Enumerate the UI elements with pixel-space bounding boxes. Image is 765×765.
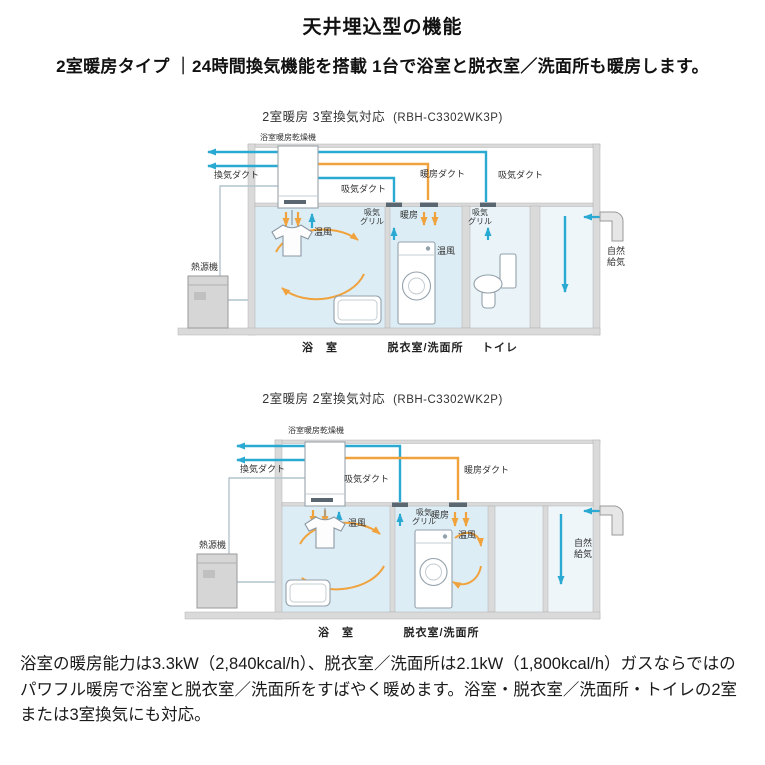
airflow-arrows	[275, 212, 606, 301]
label-heating-duct: 暖房ダクト	[420, 169, 466, 179]
label-intake-duct: 吸気ダクト	[344, 474, 390, 484]
bathtub-icon	[333, 295, 382, 325]
label-intake-duct-center: 吸気ダクト	[341, 184, 387, 194]
label-intake-duct-right: 吸気ダクト	[498, 170, 544, 180]
shirt-icon	[271, 210, 313, 257]
label-warm-air-bath: 温風	[348, 518, 367, 528]
diagram-2room-ventilation: 浴室暖房乾燥機 換気ダクト 吸気ダクト 暖房ダクト 吸気 グリル 暖房 温風 温…	[128, 414, 643, 652]
bathtub-icon	[285, 579, 331, 607]
diagram1-caption-main: 2室暖房 3室換気対応	[262, 110, 386, 124]
label-heat-source: 熱源機	[191, 262, 219, 272]
ceiling-grills	[392, 502, 467, 507]
heat-source-pipes	[219, 185, 278, 301]
room-label-toilet: トイレ	[482, 342, 518, 354]
label-heating: 暖房	[400, 210, 419, 220]
label-heat-source: 熱源機	[199, 540, 227, 550]
diagram1-caption-model: (RBH-C3302WK3P)	[393, 112, 503, 124]
diagram1-caption: 2室暖房 3室換気対応 (RBH-C3302WK3P)	[0, 106, 765, 125]
label-heating: 暖房	[431, 510, 450, 520]
bath-heater-unit	[277, 145, 319, 209]
diagram2-caption-main: 2室暖房 2室換気対応	[262, 392, 386, 406]
label-warm-air-bath: 温風	[314, 227, 333, 237]
diagram-3room-ventilation: 浴室暖房乾燥機 換気ダクト 暖房ダクト 吸気ダクト 吸気ダクト 吸気 グリル 暖…	[128, 128, 643, 366]
natural-supply-elbow	[599, 505, 624, 536]
diagram1-graphic	[177, 143, 624, 336]
label-intake-grill: 吸気 グリル	[412, 508, 436, 527]
washing-machine-icon	[414, 529, 453, 609]
label-heating-duct: 暖房ダクト	[464, 465, 510, 475]
label-intake-grill-toilet: 吸気 グリル	[468, 208, 492, 227]
label-intake-grill-dressing: 吸気 グリル	[360, 208, 384, 227]
label-unit: 浴室暖房乾燥機	[260, 133, 316, 142]
room-label-dressing: 脱衣室/洗面所	[403, 627, 480, 639]
heat-source-unit	[187, 275, 229, 329]
label-exhaust-duct: 換気ダクト	[240, 464, 286, 474]
exhaust-duct-lines	[207, 148, 278, 170]
page-subtitle: 2室暖房タイプ ｜24時間換気機能を搭載 1台で浴室と脱衣室／洗面所も暖房します…	[56, 57, 709, 76]
shirt-icon	[304, 508, 346, 549]
washing-machine-icon	[397, 241, 436, 325]
toilet-icon	[473, 253, 517, 309]
heat-source-pipes	[228, 477, 305, 583]
ceiling-grills	[386, 202, 496, 207]
diagram2-caption: 2室暖房 2室換気対応 (RBH-C3302WK2P)	[0, 388, 765, 407]
label-warm-air-dressing: 温風	[437, 246, 456, 256]
supply-duct-lines	[345, 444, 460, 502]
exhaust-duct-lines	[236, 442, 305, 464]
structure-walls	[177, 143, 601, 336]
label-unit: 浴室暖房乾燥機	[288, 426, 344, 435]
label-exhaust-duct: 換気ダクト	[214, 170, 260, 180]
supply-duct-lines	[318, 150, 488, 202]
label-natural-supply: 自然 給気	[606, 246, 625, 267]
page-title: 天井埋込型の機能	[302, 17, 463, 38]
room-label-bath: 浴 室	[318, 627, 354, 639]
label-warm-air-dressing: 温風	[458, 530, 477, 540]
diagram2-graphic	[184, 439, 624, 620]
room-label-dressing: 脱衣室/洗面所	[387, 342, 464, 354]
description-text: 浴室の暖房能力は3.3kW（2,840kcal/h）、脱衣室／洗面所は2.1kW…	[20, 655, 738, 725]
structure-walls	[184, 439, 601, 620]
heat-source-unit	[196, 553, 238, 609]
room-label-bath: 浴 室	[302, 342, 338, 354]
label-natural-supply: 自然 給気	[573, 538, 592, 559]
bath-heater-unit	[304, 441, 346, 507]
diagram2-caption-model: (RBH-C3302WK2P)	[393, 394, 503, 406]
natural-supply-elbow	[599, 211, 624, 242]
